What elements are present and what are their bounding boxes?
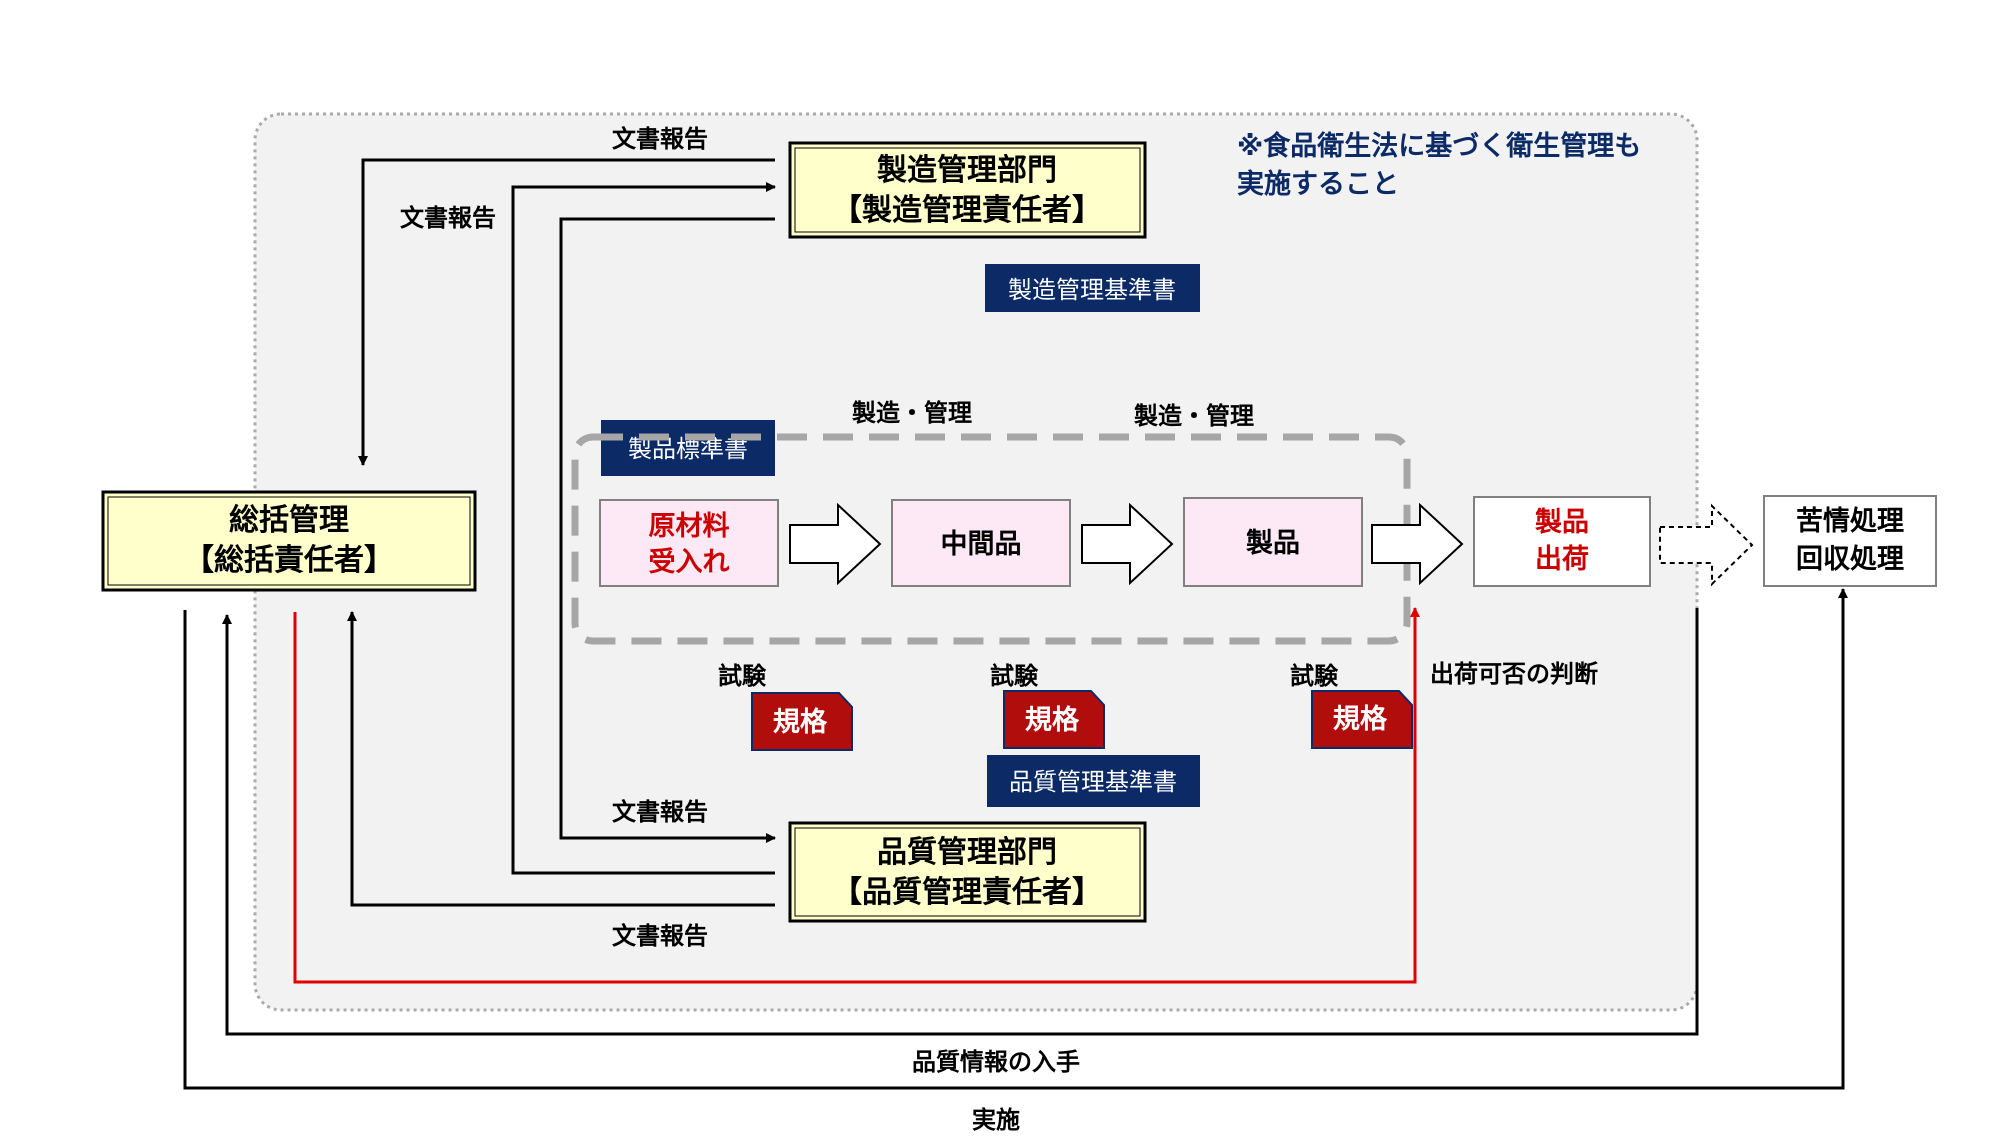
complaint-label-2: 回収処理 [1796,543,1904,575]
shipment-decision-label: 出荷可否の判断 [1430,660,1598,688]
flow-arrow-2 [1081,502,1174,586]
quality-dept-box: 品質管理部門 【品質管理責任者】 [788,821,1147,923]
intermediate-box: 中間品 [891,499,1071,587]
shipment-decision-line [293,607,1420,984]
product-box: 製品 [1183,497,1363,587]
spec-label-1: 規格 [773,707,828,738]
flow-arrow-dashed [1659,503,1754,587]
report-line-mfg-to-general [358,158,775,466]
flow-arrow-1 [789,502,882,586]
manufacturing-standard-label: 製造管理基準書 [1008,276,1176,304]
report-label-bottom-1: 文書報告 [612,798,708,826]
report-line-quality-to-general [347,611,775,907]
shipment-label-1: 製品 [1535,507,1589,538]
test-label-2: 試験 [990,662,1039,690]
product-standard-doc: 製品標準書 [601,420,775,476]
general-management-title: 総括管理 [229,503,349,538]
spec-badge-1: 規格 [751,692,853,751]
report-line-general-to-mfg [511,182,776,875]
implementation-label: 実施 [972,1106,1020,1134]
report-label-bottom-2: 文書報告 [612,922,708,950]
flow-arrow-3 [1371,502,1464,586]
manufacturing-dept-manager: 【製造管理責任者】 [832,193,1102,228]
product-label: 製品 [1246,528,1300,559]
quality-standard-label: 品質管理基準書 [1009,768,1177,796]
quality-dept-title: 品質管理部門 [877,835,1057,870]
report-line-mfg-to-quality [559,217,776,843]
mfg-control-label-2: 製造・管理 [1134,402,1254,430]
spec-label-2: 規格 [1025,705,1080,736]
complaint-box: 苦情処理 回収処理 [1763,495,1937,587]
quality-info-line [222,608,1699,1036]
test-label-3: 試験 [1290,662,1339,690]
raw-material-box: 原材料 受入れ [599,499,779,587]
raw-material-label-1: 原材料 [649,511,730,542]
mfg-control-label-1: 製造・管理 [852,399,972,427]
shipment-box: 製品 出荷 [1473,496,1651,587]
intermediate-label: 中間品 [941,529,1022,560]
test-label-1: 試験 [718,662,767,690]
manufacturing-dept-title: 製造管理部門 [877,153,1057,188]
hygiene-note-line1: ※食品衛生法に基づく衛生管理も [1237,130,1641,162]
implementation-line [183,588,1848,1090]
raw-material-label-2: 受入れ [649,546,730,578]
quality-info-label: 品質情報の入手 [912,1048,1080,1076]
report-label-top-2: 文書報告 [400,204,496,232]
manufacturing-dept-box: 製造管理部門 【製造管理責任者】 [788,141,1147,239]
spec-label-3: 規格 [1333,704,1388,735]
quality-dept-manager: 【品質管理責任者】 [832,875,1102,910]
spec-badge-3: 規格 [1311,690,1413,749]
report-label-top-1: 文書報告 [612,125,708,153]
product-process-frame [571,433,1411,645]
spec-badge-2: 規格 [1003,690,1105,749]
quality-standard-doc: 品質管理基準書 [987,755,1200,807]
general-management-box: 総括管理 【総括責任者】 [101,490,477,592]
hygiene-note-line2: 実施すること [1237,168,1399,200]
complaint-label-1: 苦情処理 [1796,505,1904,537]
shipment-label-2: 出荷 [1535,544,1589,575]
general-management-manager: 【総括責任者】 [184,543,394,578]
manufacturing-standard-doc: 製造管理基準書 [985,264,1200,312]
